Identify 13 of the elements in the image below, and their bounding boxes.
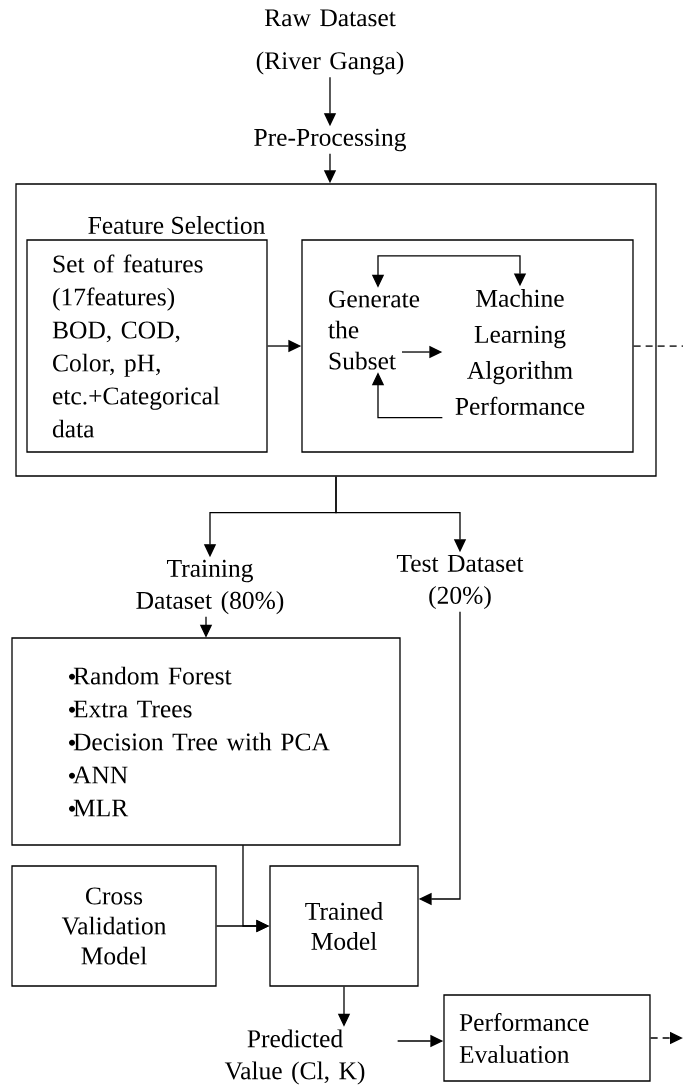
step-label: Generate the Subset [328, 290, 420, 370]
step-label: Pre-Processing [254, 128, 406, 152]
process-box: Performance Evaluation [443, 994, 651, 1082]
process-box: Cross Validation Model [11, 865, 217, 987]
dataset-label: Raw Dataset (River Ganga) [256, 9, 404, 75]
process-box: Trained Model [269, 865, 419, 987]
process-box: Set of features (17features) BOD, COD, Color, pH, etc.+Categorical data [26, 239, 268, 453]
result-label: Predicted Value (Cl, K) [224, 1029, 365, 1085]
dataset-label: Test Dataset (20%) [396, 554, 524, 610]
process-box [301, 239, 634, 453]
algorithm-list-box: Random Forest Extra Trees Decision Tree with PCA ANN MLR [11, 637, 401, 846]
dataset-label: Training Dataset (80%) [136, 559, 284, 615]
step-label: Machine Learning Algorithm Performance [455, 289, 585, 415]
